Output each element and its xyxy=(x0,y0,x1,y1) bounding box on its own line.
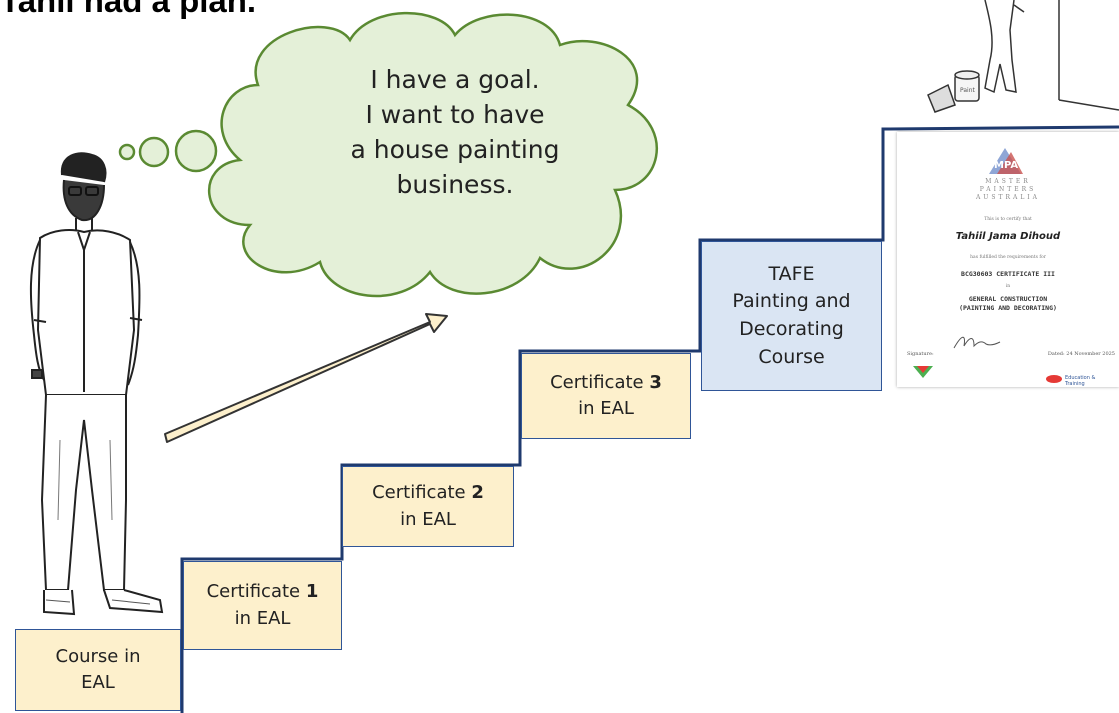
signature-icon xyxy=(953,336,1001,349)
step-label: in EAL xyxy=(234,607,291,629)
step-label: Certificate xyxy=(206,581,306,603)
certificate-in: in xyxy=(1005,284,1011,289)
certificate-org: MASTER PAINTERS AUSTRALIA xyxy=(897,178,1119,201)
nsw-logo-icon xyxy=(1046,375,1062,383)
certificate-date: Dated: 24 November 2025 xyxy=(1047,351,1115,357)
svg-text:MPA: MPA xyxy=(994,160,1018,171)
goal-arrow xyxy=(164,313,448,443)
step-course-in-eal: Course in EAL xyxy=(15,629,181,711)
thought-cloud xyxy=(207,11,658,298)
step-number: 3 xyxy=(649,371,662,393)
tafe-line: TAFE xyxy=(768,262,815,285)
step-label: Certificate xyxy=(550,371,650,393)
mpa-logo-icon: MPA xyxy=(989,148,1023,174)
tafe-line: Course xyxy=(758,345,825,368)
certificate-qualification: BCG30603 CERTIFICATE III xyxy=(961,270,1055,278)
step-tafe-course: TAFE Painting and Decorating Course xyxy=(701,241,882,391)
org-line: AUSTRALIA xyxy=(975,193,1041,201)
signature-label: Signature: xyxy=(907,351,934,357)
org-line: MASTER xyxy=(985,178,1031,185)
step-certificate-1: Certificate 1 in EAL xyxy=(183,561,342,650)
thought-line: business. xyxy=(396,170,514,199)
step-number: 2 xyxy=(471,482,484,504)
step-number: 1 xyxy=(305,581,319,603)
certificate-document: MPA MASTER PAINTERS AUSTRALIA This is to… xyxy=(897,132,1119,387)
person-illustration xyxy=(29,152,164,616)
partner-logo-icon xyxy=(913,366,933,378)
thought-line: I have a goal. xyxy=(370,65,540,94)
thought-line: a house painting xyxy=(350,135,560,164)
thought-text: I have a goal. I want to have a house pa… xyxy=(285,62,625,202)
tafe-line: Decorating xyxy=(739,318,844,340)
certificate-field-line: (PAINTING AND DECORATING) xyxy=(959,304,1057,312)
step-certificate-2: Certificate 2 in EAL xyxy=(342,466,514,547)
org-line: PAINTERS xyxy=(979,185,1037,193)
certificate-fulfilled: has fulfilled the requirements for xyxy=(970,255,1046,260)
painter-illustration: Paint xyxy=(927,0,1119,113)
certificate-field-line: GENERAL CONSTRUCTION xyxy=(968,295,1048,303)
step-certificate-3: Certificate 3 in EAL xyxy=(521,353,691,439)
step-label: in EAL xyxy=(400,508,456,530)
staircase-line xyxy=(180,125,1119,713)
thought-line: I want to have xyxy=(365,100,545,129)
step-label: EAL xyxy=(81,672,115,693)
certificate-intro: This is to certify that xyxy=(984,217,1032,222)
step-label: Course in xyxy=(55,645,141,667)
step-label: Certificate xyxy=(372,482,472,504)
tafe-line: Painting and xyxy=(732,290,851,313)
step-label: in EAL xyxy=(578,398,634,419)
thought-bubbles xyxy=(118,129,218,173)
partner-label: Education & Training xyxy=(1065,375,1096,387)
page-title: Tahil had a plan. xyxy=(0,0,257,19)
certificate-name: Tahiil Jama Dihoud xyxy=(955,231,1061,242)
svg-text:Paint: Paint xyxy=(960,87,975,94)
